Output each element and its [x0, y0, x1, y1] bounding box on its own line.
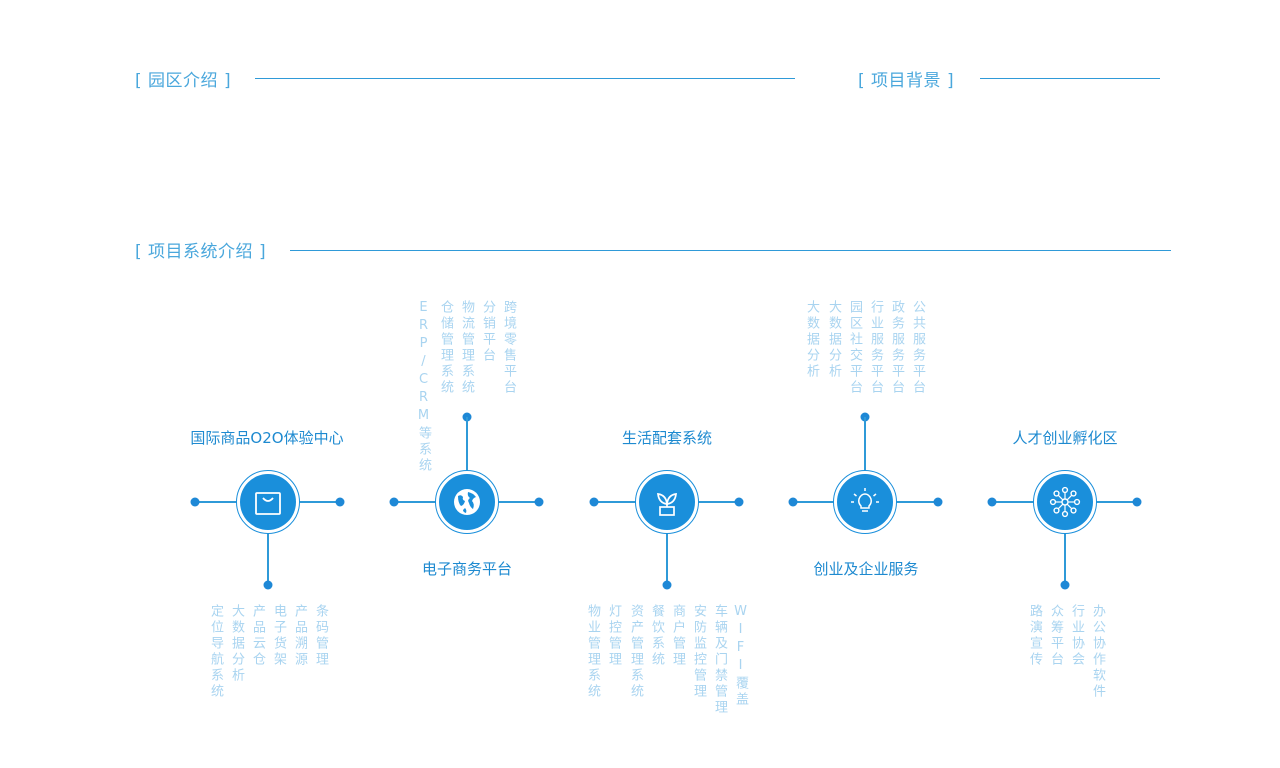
node-icon-circle — [833, 470, 897, 534]
feature-item: 仓储管理系统 — [438, 300, 453, 396]
feature-item: 产品溯源 — [292, 604, 307, 668]
feature-item: 车辆及门禁管理 — [712, 604, 727, 716]
feature-item: 餐饮系统 — [649, 604, 664, 668]
divider-line — [290, 250, 1171, 251]
connector-line — [666, 532, 668, 584]
network-icon — [1049, 486, 1081, 518]
divider-line — [980, 78, 1160, 79]
globe-icon — [454, 489, 480, 515]
connector-dot — [1132, 497, 1142, 507]
feature-item: 物业管理系统 — [585, 604, 600, 700]
connector-dot — [190, 497, 200, 507]
feature-item: 众筹平台 — [1048, 604, 1063, 668]
node-title: 创业及企业服务 — [813, 560, 919, 578]
feature-item: 路演宣传 — [1027, 604, 1042, 668]
shopping-bag-icon — [255, 492, 281, 515]
feature-item: 行业协会 — [1069, 604, 1084, 668]
feature-item: 园区社交平台 — [847, 300, 862, 396]
plant-icon — [657, 493, 677, 516]
node-icon-circle — [236, 470, 300, 534]
node-icon-circle — [635, 470, 699, 534]
connector-line — [267, 532, 269, 584]
feature-item: 电子货架 — [271, 604, 286, 668]
connector-dot — [263, 580, 273, 590]
feature-item: 安防监控管理 — [691, 604, 706, 700]
connector-dot — [788, 497, 798, 507]
connector-line — [466, 417, 468, 471]
connector-dot — [987, 497, 997, 507]
feature-item: 政务服务平台 — [889, 300, 904, 396]
feature-item: 公共服务平台 — [910, 300, 925, 396]
node-icon-circle — [435, 470, 499, 534]
connector-dot — [734, 497, 744, 507]
lightbulb-icon — [851, 488, 879, 512]
feature-item: 定位导航系统 — [208, 604, 223, 700]
feature-item: 分销平台 — [480, 300, 495, 364]
connector-dot — [534, 497, 544, 507]
connector-dot — [1060, 580, 1070, 590]
feature-item: 行业服务平台 — [868, 300, 883, 396]
section-title-park-intro: [ 园区介绍 ] — [135, 71, 232, 91]
feature-item: 物流管理系统 — [459, 300, 474, 396]
feature-item: 商户管理 — [670, 604, 685, 668]
connector-dot — [335, 497, 345, 507]
node-title: 电子商务平台 — [421, 560, 513, 578]
section-title-project-systems: [ 项目系统介绍 ] — [135, 242, 267, 262]
connector-line — [864, 417, 866, 471]
section-title-project-background: [ 项目背景 ] — [858, 71, 955, 91]
node-title: 国际商品O2O体验中心 — [190, 429, 344, 447]
node-icon-circle — [1033, 470, 1097, 534]
feature-item: 大数据分析 — [826, 300, 841, 380]
connector-dot — [933, 497, 943, 507]
feature-item: 灯控管理 — [606, 604, 621, 668]
divider-line — [255, 78, 795, 79]
feature-item: 办公协作软件 — [1090, 604, 1105, 700]
node-title: 生活配套系统 — [621, 429, 713, 447]
connector-line — [1064, 532, 1066, 584]
feature-item: 产品云仓 — [250, 604, 265, 668]
feature-item: WIFI覆盖 — [733, 604, 748, 708]
feature-item: 资产管理系统 — [628, 604, 643, 700]
feature-item: 大数据分析 — [229, 604, 244, 684]
feature-item: ERP/CRM等系统 — [416, 300, 431, 474]
connector-dot — [589, 497, 599, 507]
feature-item: 条码管理 — [313, 604, 328, 668]
connector-dot — [662, 580, 672, 590]
connector-dot — [389, 497, 399, 507]
feature-item: 跨境零售平台 — [501, 300, 516, 396]
node-title: 人才创业孵化区 — [1012, 429, 1118, 447]
feature-item: 大数据分析 — [804, 300, 819, 380]
